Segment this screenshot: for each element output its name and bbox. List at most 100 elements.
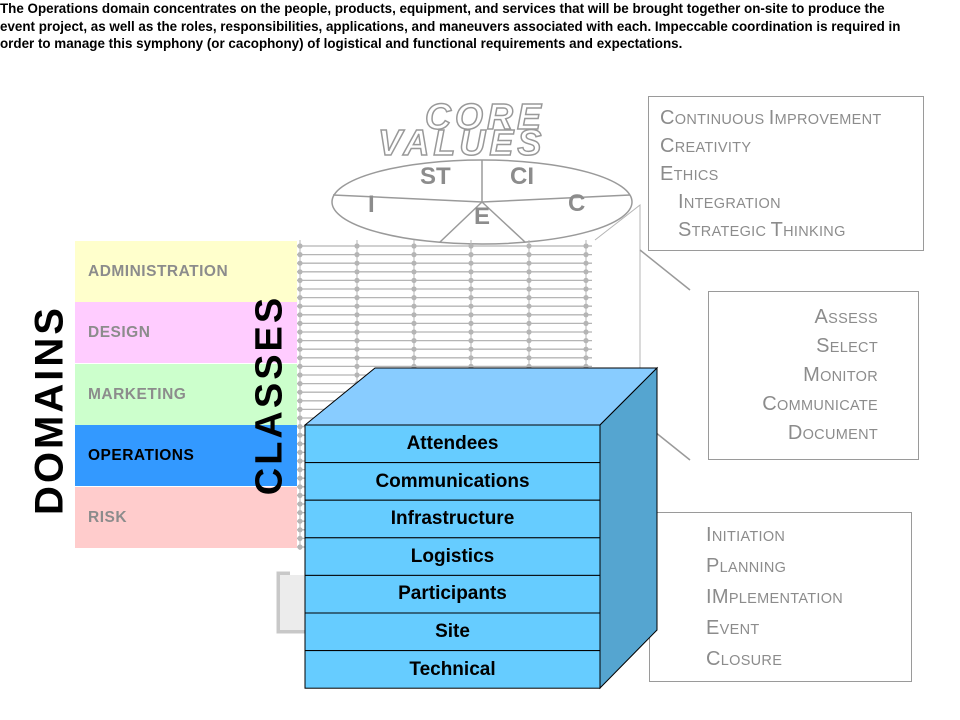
domain-label: OPERATIONS xyxy=(88,447,195,465)
grid-dot xyxy=(411,320,417,326)
grid-dot xyxy=(354,269,360,275)
phase-item: IMPLEMENTATION xyxy=(706,584,843,612)
core-value-item-initial-2: I xyxy=(768,107,775,129)
grid-dot xyxy=(297,449,303,455)
phase-item-rest: LANNING xyxy=(719,560,787,576)
grid-dot xyxy=(583,295,589,301)
process-item-initial: M xyxy=(803,364,821,386)
grid-dot xyxy=(297,441,303,447)
class-label: Attendees xyxy=(406,433,499,454)
grid-dot xyxy=(468,277,474,283)
grid-dot xyxy=(297,346,303,352)
process-item-initial: A xyxy=(814,306,829,328)
grid-dot xyxy=(526,320,532,326)
grid-dot xyxy=(468,312,474,318)
phase-item-rest: PLEMENTATION xyxy=(728,591,844,607)
core-value-item-rest: TRATEGIC xyxy=(691,224,771,240)
process-item: COMMUNICATE xyxy=(708,391,878,419)
grid-dot xyxy=(526,312,532,318)
grid-dot xyxy=(468,286,474,292)
grid-dot xyxy=(297,381,303,387)
grid-dot xyxy=(297,467,303,473)
grid-dot xyxy=(411,269,417,275)
process-item-initial: S xyxy=(816,335,830,357)
class-row xyxy=(304,499,601,539)
grid-dot xyxy=(583,346,589,352)
class-row xyxy=(304,650,601,689)
grid-dot xyxy=(411,346,417,352)
grid-dot xyxy=(526,286,532,292)
class-row xyxy=(304,612,601,652)
core-value-item: STRATEGIC THINKING xyxy=(678,217,846,245)
grid-dot xyxy=(297,432,303,438)
cube-side-face xyxy=(599,366,658,690)
core-value-item-rest-2: MPROVEMENT xyxy=(774,112,882,128)
grid-dot xyxy=(297,492,303,498)
grid-dot xyxy=(526,252,532,258)
grid-dot xyxy=(468,269,474,275)
grid-dot xyxy=(297,406,303,412)
grid-dot xyxy=(583,338,589,344)
class-label: Technical xyxy=(409,658,496,680)
grid-dot xyxy=(526,329,532,335)
grid-dot xyxy=(411,312,417,318)
core-value-item: CONTINUOUS IMPROVEMENT xyxy=(660,105,882,133)
class-label: Infrastructure xyxy=(390,508,515,530)
grid-dot xyxy=(297,303,303,309)
core-values-title-line1: CORE xyxy=(424,95,546,138)
cube-top-face xyxy=(303,367,659,426)
grid-dot xyxy=(297,363,303,369)
grid-dot xyxy=(354,303,360,309)
process-item: MONITOR xyxy=(708,362,878,390)
grid-dot xyxy=(411,329,417,335)
process-item-rest: ONITOR xyxy=(820,369,878,385)
grid-dot xyxy=(297,286,303,292)
process-item-rest: SSESS xyxy=(828,311,878,327)
core-value-item-initial: E xyxy=(660,163,674,185)
grid-dot xyxy=(526,346,532,352)
domain-band: DESIGN xyxy=(75,302,297,364)
grid-dot xyxy=(526,295,532,301)
grid-dot xyxy=(297,372,303,378)
domain-label: ADMINISTRATION xyxy=(88,263,229,280)
domain-band: ADMINISTRATION xyxy=(75,241,297,302)
segment-i: I xyxy=(368,191,375,218)
grid-dot xyxy=(354,320,360,326)
grid-dot xyxy=(297,295,303,301)
class-label: Logistics xyxy=(410,545,495,567)
grid-dot xyxy=(468,355,474,361)
grid-dot xyxy=(297,424,303,430)
grid-dot xyxy=(411,355,417,361)
grid-dot xyxy=(468,338,474,344)
grid-dot xyxy=(411,338,417,344)
grid-dot xyxy=(297,544,303,550)
grid-dot xyxy=(354,363,360,369)
grid-dot xyxy=(583,252,589,258)
core-values-cylinder xyxy=(331,159,633,245)
grid-dot xyxy=(468,295,474,301)
domain-band: OPERATIONS xyxy=(75,425,297,487)
grid-dot xyxy=(583,320,589,326)
grid-dot xyxy=(354,252,360,258)
grid-dot xyxy=(297,458,303,464)
grid-dot xyxy=(411,252,417,258)
process-item-rest: ELECT xyxy=(829,340,878,356)
grid-dot xyxy=(354,243,360,249)
segment-ci: CI xyxy=(510,163,534,190)
process-item-initial: D xyxy=(787,422,803,444)
phase-item-initial: P xyxy=(706,555,720,577)
grid-dot xyxy=(583,329,589,335)
core-value-item-initial: C xyxy=(660,107,675,129)
grid-dot xyxy=(526,338,532,344)
grid-dot xyxy=(411,243,417,249)
grid-dot xyxy=(526,269,532,275)
grid-dot xyxy=(468,303,474,309)
grid-dot xyxy=(354,372,360,378)
grid-dot xyxy=(297,527,303,533)
phase-item-initial: I xyxy=(706,524,712,546)
phase-item-initial: C xyxy=(706,648,721,670)
core-value-item-rest: ONTINUOUS xyxy=(674,112,769,128)
grid-dot xyxy=(354,355,360,361)
process-item: ASSESS xyxy=(708,304,878,332)
